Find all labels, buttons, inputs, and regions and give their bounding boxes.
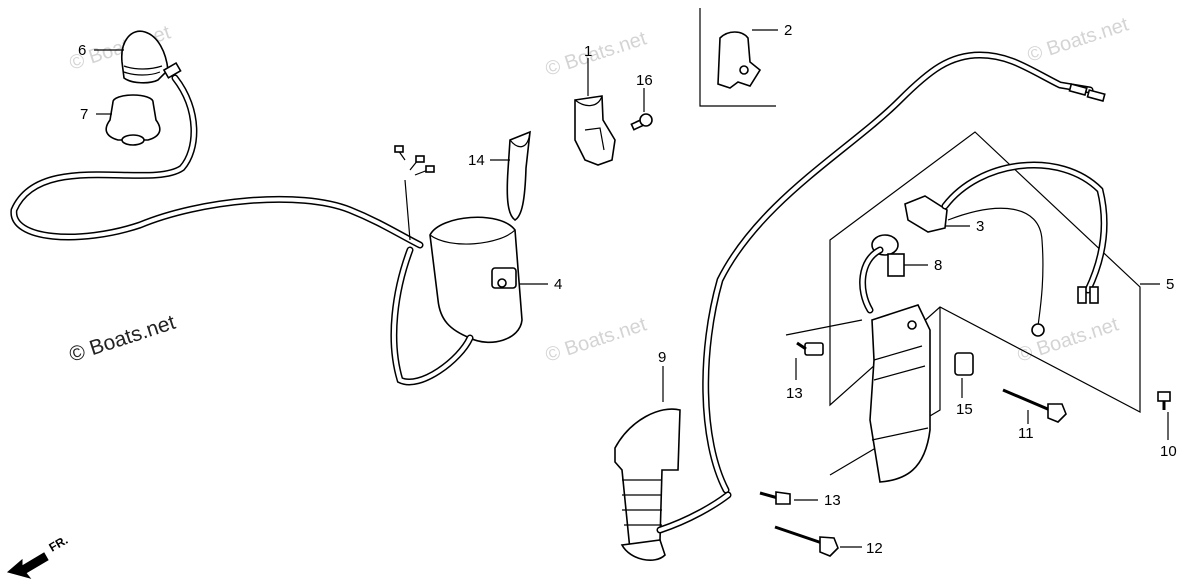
callout-13-lower: 13 — [824, 492, 841, 509]
ignition-coil — [390, 145, 523, 386]
cable-clip — [506, 130, 531, 221]
callout-1: 1 — [584, 43, 592, 60]
screw-10 — [1157, 391, 1171, 410]
callout-9: 9 — [658, 349, 666, 366]
callout-4: 4 — [554, 276, 562, 293]
callout-3: 3 — [976, 218, 984, 235]
long-cable — [702, 51, 1106, 494]
callout-16: 16 — [636, 72, 653, 89]
bolt-12 — [774, 525, 839, 557]
callout-11: 11 — [1018, 425, 1034, 442]
callout-13-upper: 13 — [786, 385, 803, 402]
faint-watermarks: © Boats.net © Boats.net © Boats.net © Bo… — [67, 13, 1132, 366]
watermark-5: © Boats.net — [1015, 313, 1122, 366]
screw-16 — [630, 113, 653, 131]
callout-15: 15 — [956, 401, 973, 418]
front-label: FR. — [47, 533, 71, 555]
part-5-outline — [829, 131, 1141, 476]
callout-10: 10 — [1160, 443, 1177, 460]
screw-13-upper — [796, 341, 824, 356]
exciter-coil — [859, 246, 931, 483]
connector-3 — [904, 161, 1108, 337]
stop-switch — [574, 95, 616, 166]
front-direction-marker: FR. — [6, 533, 71, 579]
spark-plug-cap — [121, 30, 182, 84]
callout-14: 14 — [468, 152, 485, 169]
callout-6: 6 — [78, 42, 86, 59]
charge-coil — [614, 408, 732, 561]
callout-12: 12 — [866, 540, 883, 557]
callouts: 6 7 1 16 2 14 4 3 8 5 9 13 15 11 10 13 1… — [78, 22, 1177, 557]
callout-5: 5 — [1166, 276, 1174, 293]
rubber-boot — [105, 94, 161, 146]
ht-lead — [10, 74, 424, 249]
leader-lines — [94, 29, 1169, 548]
collar-15 — [954, 352, 974, 376]
watermark-main: © Boats.net — [66, 311, 178, 367]
screw-13-lower — [759, 491, 791, 505]
callout-2: 2 — [784, 22, 792, 39]
bracket-box — [699, 8, 776, 107]
front-arrow-icon — [6, 552, 49, 579]
watermark-2: © Boats.net — [543, 27, 650, 80]
callout-8: 8 — [934, 257, 942, 274]
watermark-3: © Boats.net — [1025, 13, 1132, 66]
watermark-4: © Boats.net — [543, 313, 650, 366]
callout-7: 7 — [80, 106, 88, 123]
bolt-11 — [1002, 388, 1067, 423]
